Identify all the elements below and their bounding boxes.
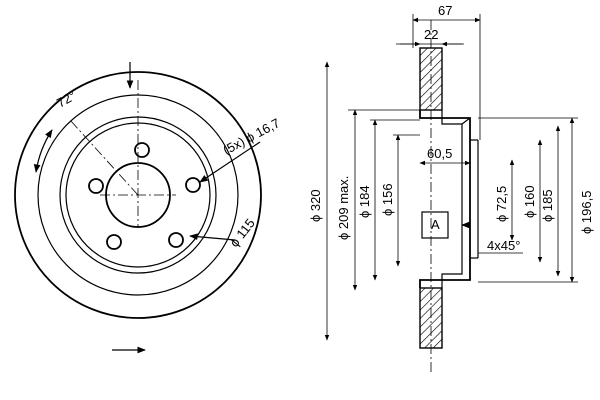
holes-label: (5x) ϕ 16,7 — [220, 115, 282, 157]
dim-d320-label: ϕ 320 — [308, 189, 323, 222]
dim-d209-label: ϕ 209 max. — [336, 176, 351, 240]
detail-a-label: A — [431, 217, 440, 232]
chamfer-line — [461, 117, 471, 125]
section-view: A 67 22 60,5 4x45° ϕ 320 ϕ 209 max. ϕ 18… — [308, 3, 594, 372]
holes-leader — [199, 141, 261, 183]
hat-outline — [419, 110, 471, 288]
dim-22-label: 22 — [424, 27, 438, 42]
angle-arc — [33, 129, 53, 173]
dim-67-label: 67 — [438, 3, 452, 18]
bolt-hole — [134, 142, 150, 158]
bolt-hole — [106, 234, 122, 250]
dim-d160-label: ϕ 160 — [522, 185, 537, 218]
dim-d185-label: ϕ 185 — [540, 189, 555, 222]
pcd-leader — [189, 233, 236, 241]
bolt-hole — [88, 178, 104, 194]
dim-d72-5-label: ϕ 72,5 — [494, 186, 509, 222]
bolt-holes — [88, 142, 201, 250]
dim-d196-5-label: ϕ 196,5 — [579, 191, 594, 234]
hat-inner-outline — [441, 110, 463, 288]
dim-d184-label: ϕ 184 — [357, 185, 372, 218]
dim-60-5-label: 60,5 — [427, 146, 452, 161]
chamfer-label: 4x45° — [487, 238, 520, 253]
angle-label: 72° — [54, 88, 79, 111]
front-view: 72° (5x) ϕ 16,7 ϕ 115 — [14, 62, 282, 354]
angle-ray — [69, 119, 139, 196]
detail-a-box — [421, 211, 449, 239]
bolt-hole — [185, 177, 201, 193]
bolt-hole — [168, 232, 184, 248]
outer-rim-circle — [14, 71, 262, 319]
dim-d156-label: ϕ 156 — [380, 183, 395, 216]
